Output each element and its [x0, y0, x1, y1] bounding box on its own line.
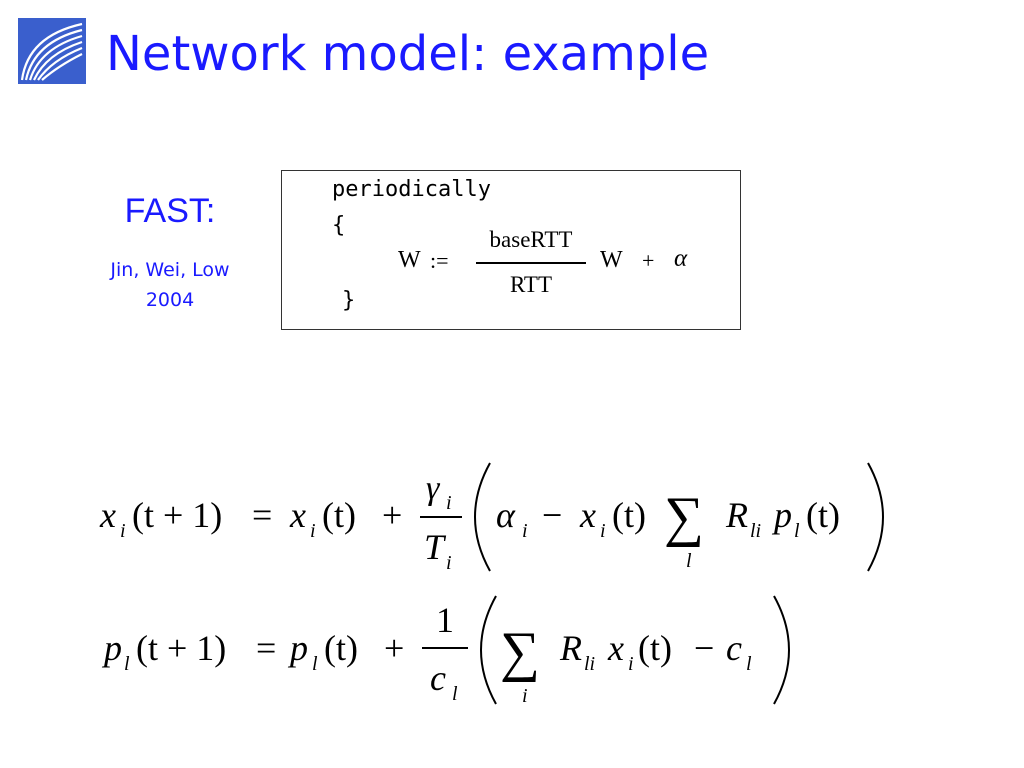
- eq1-rhs-arg: (t): [322, 495, 356, 535]
- eq1-p-arg: (t): [806, 495, 840, 535]
- eq2-frac-den-sub: l: [452, 683, 458, 705]
- eq1-right-paren: [867, 462, 884, 572]
- eq2-c-sub: l: [746, 653, 752, 675]
- eq2-lhs-sub: l: [124, 653, 130, 675]
- eq1-inner-alpha-sub: i: [522, 520, 528, 542]
- eq1-p: p: [771, 495, 792, 535]
- equation-x-update: x i (t + 1) = x i (t) + γ i T i α i − x …: [99, 462, 884, 574]
- curved-lines-logo-icon: [18, 18, 86, 84]
- eq2-r-sub: li: [584, 653, 595, 675]
- eq1-inner-x-arg: (t): [612, 495, 646, 535]
- fast-label: FAST:: [124, 192, 216, 230]
- eq1-lhs-var: x: [99, 495, 116, 535]
- eq1-equals: =: [252, 495, 272, 535]
- eq2-rhs-var: p: [287, 628, 308, 668]
- eq2-plus: +: [384, 628, 404, 668]
- equation-p-update: p l (t + 1) = p l (t) + 1 c l ∑ i R li x…: [101, 595, 790, 707]
- code-assign: :=: [430, 248, 449, 273]
- citation-year: 2004: [145, 289, 195, 311]
- eq2-right-paren: [773, 595, 790, 705]
- eq2-x-sub: i: [628, 653, 634, 675]
- eq1-frac-den: T: [424, 527, 447, 567]
- eq1-minus: −: [542, 495, 562, 535]
- code-window-lhs: W: [398, 247, 421, 273]
- eq2-sum: ∑: [500, 621, 540, 683]
- citation: Jin, Wei, Low 2004: [72, 255, 268, 315]
- eq1-inner-x-sub: i: [600, 520, 606, 542]
- eq2-sum-index: i: [522, 685, 528, 707]
- eq2-left-paren: [480, 595, 497, 705]
- eq2-lhs-arg: (t + 1): [136, 628, 226, 668]
- eq1-plus: +: [382, 495, 402, 535]
- code-plus: +: [642, 248, 655, 273]
- eq1-inner-alpha: α: [496, 495, 516, 535]
- eq2-c: c: [726, 628, 742, 668]
- eq1-inner-x: x: [579, 495, 596, 535]
- eq1-sum-index: l: [686, 550, 692, 572]
- eq2-rhs-sub: l: [312, 653, 318, 675]
- fast-update-box: periodically { W := baseRTT RTT W + α }: [281, 170, 741, 330]
- eq1-left-paren: [474, 462, 491, 572]
- code-alpha: α: [674, 245, 688, 272]
- eq1-lhs-arg: (t + 1): [132, 495, 222, 535]
- code-window-factor: W: [600, 247, 623, 273]
- code-numerator: baseRTT: [489, 227, 573, 252]
- eq1-lhs-sub: i: [120, 520, 126, 542]
- eq1-sum: ∑: [664, 486, 704, 548]
- eq1-rhs-sub: i: [310, 520, 316, 542]
- eq1-frac-den-sub: i: [446, 552, 452, 574]
- code-denominator: RTT: [509, 272, 553, 297]
- eq2-r: R: [559, 628, 582, 668]
- citation-authors: Jin, Wei, Low: [110, 259, 230, 281]
- eq2-x-arg: (t): [638, 628, 672, 668]
- code-open-brace: {: [332, 213, 346, 238]
- eq2-equals: =: [256, 628, 276, 668]
- eq2-rhs-arg: (t): [324, 628, 358, 668]
- eq1-frac-num: γ: [426, 470, 441, 507]
- eq2-x: x: [607, 628, 624, 668]
- code-close-brace: }: [342, 288, 356, 313]
- slide-title: Network model: example: [106, 26, 710, 82]
- eq1-frac-num-sub: i: [446, 492, 452, 514]
- eq2-frac-den: c: [430, 658, 446, 698]
- eq2-lhs-var: p: [101, 628, 122, 668]
- eq1-r: R: [725, 495, 748, 535]
- code-periodically: periodically: [332, 177, 491, 202]
- eq2-frac-num: 1: [436, 600, 454, 640]
- eq2-minus: −: [694, 628, 714, 668]
- eq1-r-sub: li: [750, 520, 761, 542]
- eq1-rhs-var: x: [289, 495, 306, 535]
- eq1-p-sub: l: [794, 520, 800, 542]
- code-fraction-bar: [476, 262, 586, 264]
